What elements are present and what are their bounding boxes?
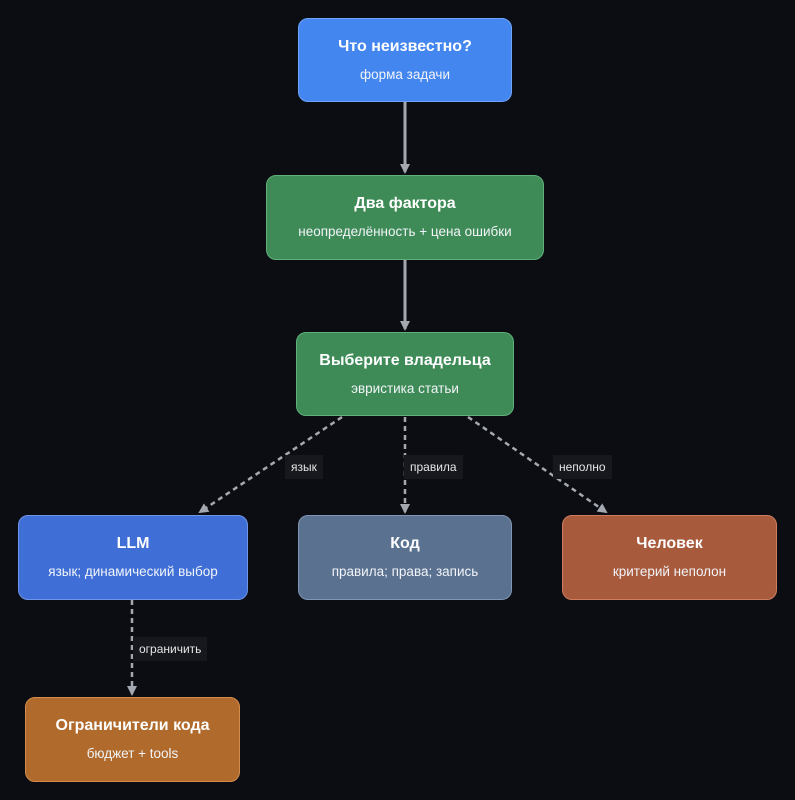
node-llm-subtitle: язык; динамический выбор bbox=[48, 564, 218, 579]
node-two-factors-title: Два фактора bbox=[354, 195, 456, 212]
edge-label-rules: правила bbox=[404, 455, 463, 479]
node-limiters-subtitle: бюджет + tools bbox=[86, 746, 179, 761]
node-code: Код правила; права; запись bbox=[298, 515, 512, 600]
node-human-subtitle: критерий неполон bbox=[612, 564, 727, 579]
node-code-title: Код bbox=[390, 535, 420, 552]
node-owner-title: Выберите владельца bbox=[319, 351, 491, 369]
node-llm: LLM язык; динамический выбор bbox=[18, 515, 248, 600]
node-limiters-title: Ограничители кода bbox=[55, 717, 210, 734]
edge-label-constrain: ограничить bbox=[133, 637, 208, 661]
node-limiters: Ограничители кода бюджет + tools bbox=[25, 697, 240, 782]
node-unknown-subtitle: форма задачи bbox=[359, 66, 451, 82]
node-unknown: Что неизвестно? форма задачи bbox=[298, 18, 512, 102]
edge-label-incomplete: неполно bbox=[553, 455, 612, 479]
node-human: Человек критерий неполон bbox=[562, 515, 777, 600]
node-llm-title: LLM bbox=[116, 535, 150, 552]
edge-owner-to-human bbox=[467, 415, 608, 514]
node-owner: Выберите владельца эвристика статьи bbox=[296, 332, 514, 416]
node-code-subtitle: правила; права; запись bbox=[331, 564, 479, 579]
edge-label-language: язык bbox=[285, 455, 323, 479]
node-owner-subtitle: эвристика статьи bbox=[351, 380, 459, 396]
node-two-factors-subtitle: неопределённость + цена ошибки bbox=[298, 224, 512, 239]
node-two-factors: Два фактора неопределённость + цена ошиб… bbox=[266, 175, 544, 260]
node-human-title: Человек bbox=[636, 535, 703, 552]
edge-owner-to-llm bbox=[198, 415, 343, 514]
node-unknown-title: Что неизвестно? bbox=[338, 37, 472, 55]
